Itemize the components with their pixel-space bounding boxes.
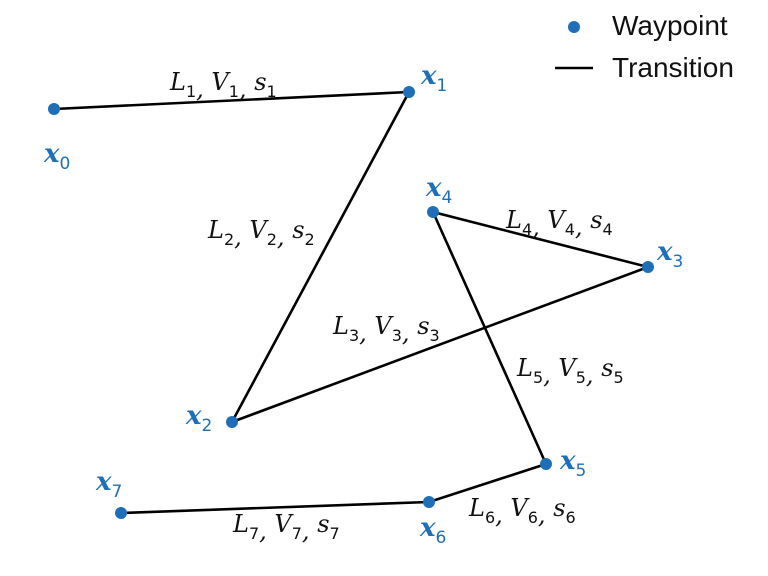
transition-line-4	[432, 210, 649, 269]
transition-line-6	[428, 462, 547, 504]
waypoint-label-5: x5	[559, 446, 586, 481]
transition-label-2: L2, V2, s2	[207, 216, 315, 251]
legend-transition-label: Transition	[612, 52, 734, 83]
waypoint-node-2	[226, 416, 238, 428]
transition-line-5	[431, 211, 548, 465]
waypoint-label-1: x1	[420, 61, 447, 96]
waypoint-node-4	[427, 206, 439, 218]
legend-waypoint-label: Waypoint	[612, 10, 728, 41]
waypoint-label-0: x0	[43, 139, 70, 174]
transition-label-6: L6, V6, s6	[468, 494, 576, 529]
waypoint-label-6: x6	[419, 513, 446, 548]
transition-label-3: L3, V3, s3	[332, 312, 440, 347]
transitions-layer	[53, 90, 649, 515]
waypoint-node-5	[540, 458, 552, 470]
transition-line-1	[53, 90, 410, 111]
labels-layer: L1, V1, s1 L2, V2, s2 L3, V3, s3 L4, V4, s4…	[43, 61, 683, 548]
transition-line-3	[231, 265, 649, 424]
waypoint-node-0	[48, 103, 60, 115]
legend: Waypoint Transition	[555, 10, 734, 83]
transition-line-2	[230, 91, 411, 423]
waypoint-node-6	[423, 496, 435, 508]
transition-line-7	[120, 500, 430, 515]
transition-label-4: L4, V4, s4	[505, 206, 613, 241]
waypoint-label-2: x2	[185, 401, 212, 436]
waypoint-label-7: x7	[95, 467, 122, 502]
waypoint-node-1	[403, 86, 415, 98]
legend-waypoint-marker	[568, 21, 580, 33]
transition-label-1: L1, V1, s1	[169, 68, 277, 103]
waypoint-node-7	[115, 507, 127, 519]
transition-label-5: L5, V5, s5	[516, 354, 624, 389]
waypoint-node-3	[642, 261, 654, 273]
waypoints-layer	[48, 86, 654, 519]
waypoint-label-4: x4	[425, 173, 452, 208]
transition-label-7: L7, V7, s7	[232, 510, 340, 545]
waypoint-label-3: x3	[656, 237, 683, 272]
